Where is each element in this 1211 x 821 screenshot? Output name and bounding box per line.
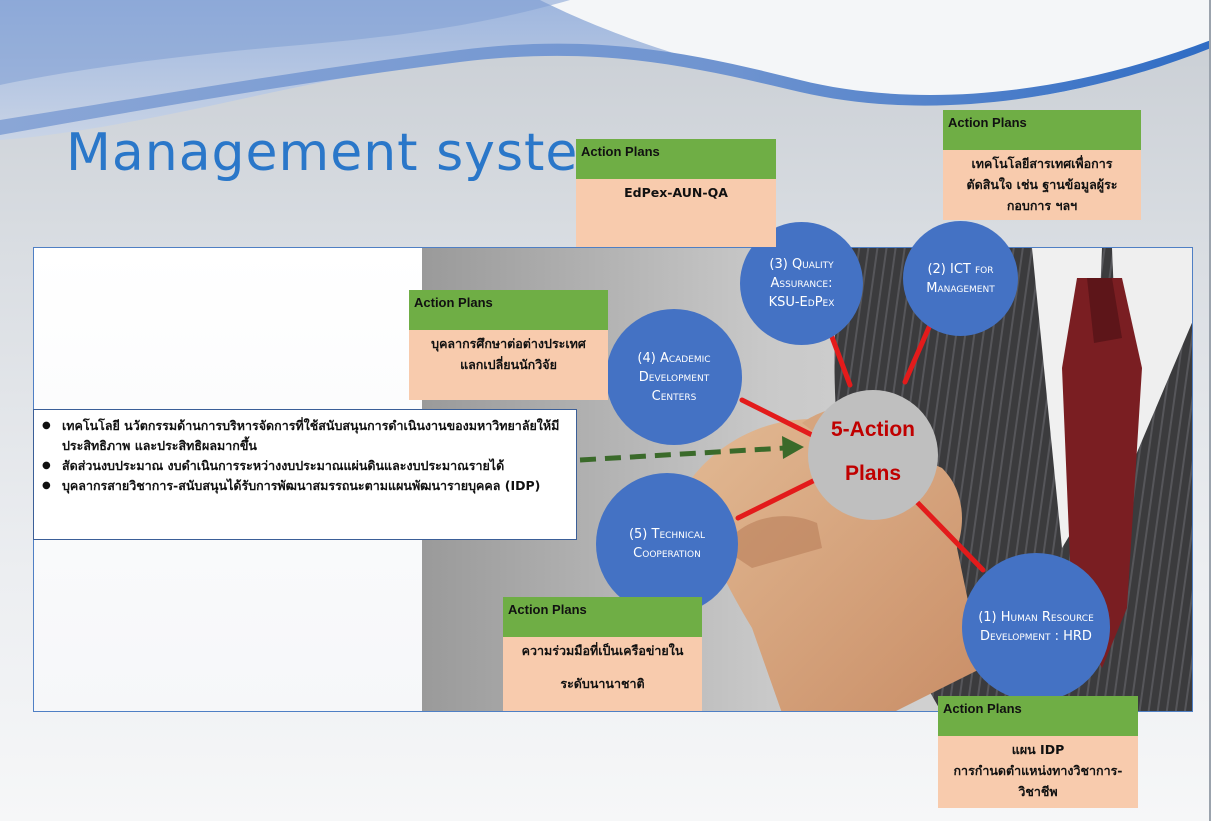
action-plan-heading: Action Plans [576, 139, 776, 179]
action-plan-ict: Action Plans เทคโนโลยีสารเทศเพื่อการ ตัด… [943, 110, 1141, 220]
slide-title: Management system [66, 123, 631, 183]
bullet-item: เทคโนโลยี นวัตกรรมด้านการบริหารจัดการที่… [42, 416, 568, 456]
right-edge-divider [1209, 0, 1211, 821]
header-wave-graphic [0, 0, 1211, 140]
action-plan-technical: Action Plans ความร่วมมือที่เป็นเครือข่าย… [503, 597, 702, 711]
action-plan-academic: Action Plans บุคลากรศึกษาต่อต่างประเทศ แ… [409, 290, 608, 400]
center-5-action-plans: 5-Action Plans [808, 390, 938, 520]
action-plan-heading: Action Plans [938, 696, 1138, 736]
strategy-circle-ict: (2) ICT for Management [903, 221, 1018, 336]
center-label-line2: Plans [844, 462, 902, 485]
action-plan-heading: Action Plans [943, 110, 1141, 150]
action-plan-qa: Action Plans EdPex-AUN-QA [576, 139, 776, 247]
center-label-line1: 5-Action [831, 418, 915, 441]
action-plan-hrd: Action Plans แผน IDP การกำนดตำแหน่งทางวิ… [938, 696, 1138, 808]
action-plan-heading: Action Plans [503, 597, 702, 637]
strategy-circle-technical: (5) Technical Cooperation [596, 473, 738, 615]
bullet-item: สัดส่วนงบประมาณ งบดำเนินการระหว่างงบประม… [42, 456, 568, 476]
bullet-item: บุคลากรสายวิชาการ-สนับสนุนได้รับการพัฒนา… [42, 476, 568, 496]
strategy-circle-academic: (4) Academic Development Centers [606, 309, 742, 445]
bullet-list-box: เทคโนโลยี นวัตกรรมด้านการบริหารจัดการที่… [33, 409, 577, 540]
strategy-circle-hrd: (1) Human Resource Development : HRD [962, 553, 1110, 701]
action-plan-heading: Action Plans [409, 290, 608, 330]
